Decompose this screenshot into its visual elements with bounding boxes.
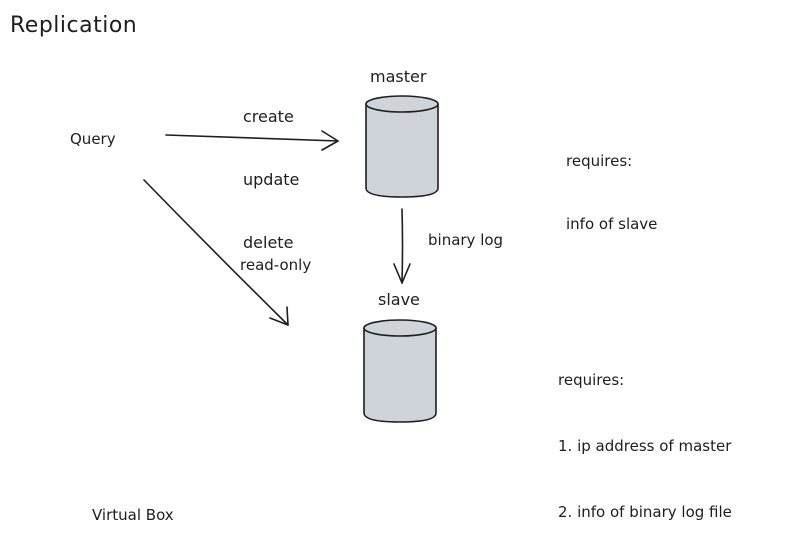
binary-log-label: binary log	[428, 231, 504, 249]
master-requirements: requires: info of slave	[566, 109, 657, 256]
master-database-icon	[365, 95, 439, 198]
query-label: Query	[70, 130, 116, 148]
write-op-update: update	[243, 170, 300, 189]
write-operations-label: create update delete	[243, 64, 299, 274]
slave-requires-title: requires:	[558, 371, 625, 389]
virtual-box-label: Virtual Box	[92, 506, 174, 524]
slave-cylinder-body	[363, 327, 437, 423]
binary-log-arrow	[393, 208, 411, 284]
slave-cylinder-top	[363, 319, 437, 337]
slave-requires-item-2: 2. info of binary log file	[558, 503, 732, 521]
master-cylinder-top	[365, 95, 439, 113]
read-only-label: read-only	[240, 256, 312, 274]
write-op-delete: delete	[243, 233, 294, 252]
master-label: master	[370, 67, 427, 86]
slave-label: slave	[378, 290, 420, 309]
master-requires-item: info of slave	[566, 215, 658, 233]
master-requires-title: requires:	[566, 152, 633, 170]
master-cylinder-body	[365, 103, 439, 198]
slave-database-icon	[363, 319, 437, 423]
slave-requires-item-1: 1. ip address of master	[558, 437, 732, 455]
read-only-arrow	[143, 179, 289, 326]
write-arrow	[165, 130, 339, 151]
write-op-create: create	[243, 107, 294, 126]
slave-requirements: requires: 1. ip address of master 2. inf…	[558, 325, 732, 545]
diagram-title: Replication	[10, 13, 138, 38]
